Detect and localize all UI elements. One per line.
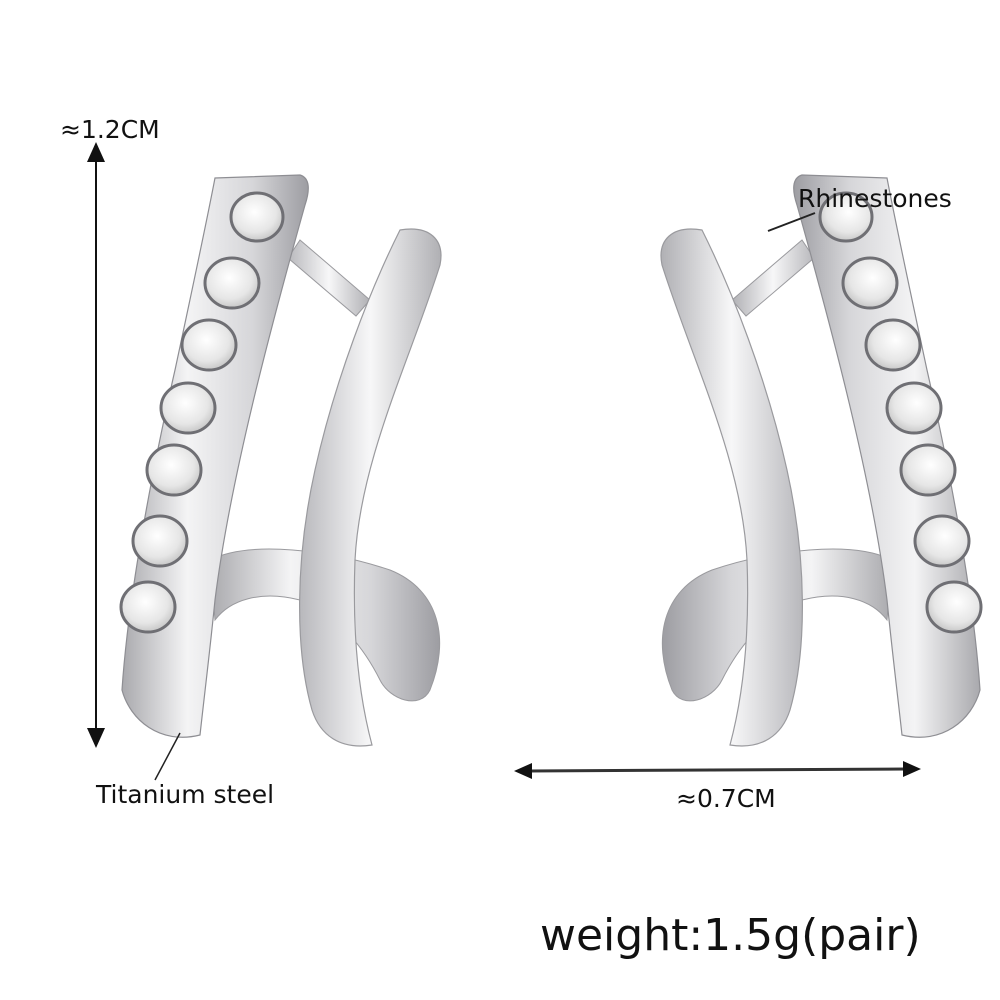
rhinestones-label: Rhinestones bbox=[798, 184, 952, 213]
width-label: ≈0.7CM bbox=[676, 784, 776, 813]
left-earring bbox=[119, 174, 442, 747]
height-label: ≈1.2CM bbox=[60, 115, 160, 144]
weight-label: weight:1.5g(pair) bbox=[540, 910, 921, 961]
left-rhinestones bbox=[119, 191, 285, 634]
material-label: Titanium steel bbox=[96, 780, 275, 809]
right-rhinestones bbox=[818, 191, 983, 634]
width-dimension-arrow bbox=[514, 761, 921, 779]
rhinestones-leader-line bbox=[767, 212, 816, 232]
right-earring bbox=[660, 174, 983, 747]
height-dimension-arrow bbox=[87, 142, 105, 748]
material-leader-line bbox=[154, 732, 181, 781]
